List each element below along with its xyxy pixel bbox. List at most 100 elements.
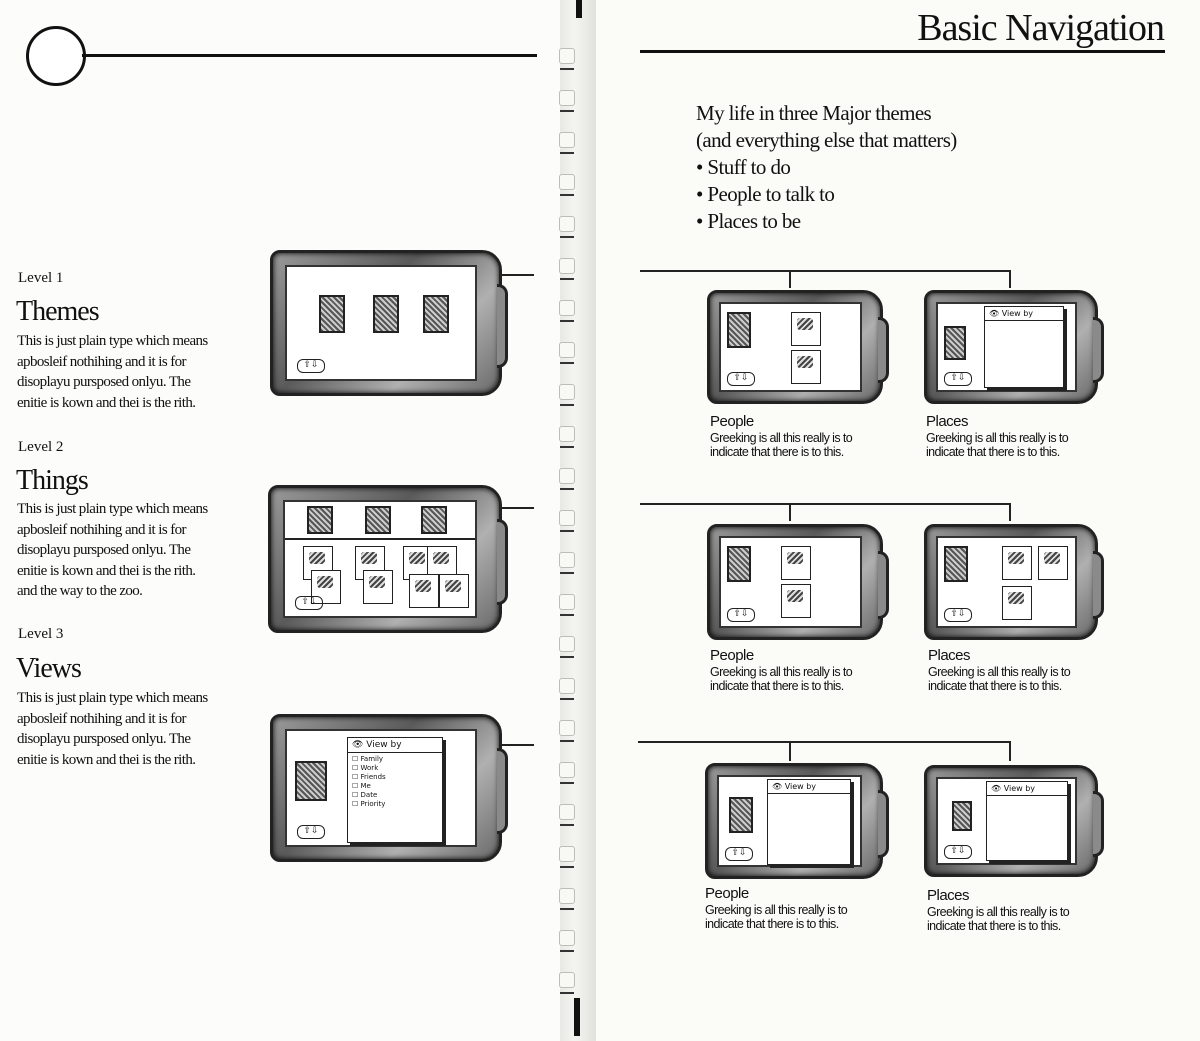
places-icon	[944, 546, 968, 582]
body-line: apbosleif nothihing and it is for	[17, 353, 187, 370]
binding-tick	[560, 320, 574, 322]
nav-arrows-icon[interactable]: ⇧⇩	[944, 845, 972, 859]
caption-line: Greeking is all this really is to	[928, 665, 1071, 679]
binding-ring	[559, 510, 575, 526]
view-by-label: View by	[1001, 309, 1034, 318]
binding-tick	[560, 782, 574, 784]
binding-tick	[560, 194, 574, 196]
tile-icon[interactable]	[791, 312, 821, 346]
tree-line	[638, 741, 1010, 743]
tile-icon[interactable]	[1038, 546, 1068, 580]
option-date[interactable]: Date	[352, 791, 438, 800]
binding-ring	[559, 90, 575, 106]
view-by-panel: 👁 View by Family Work Friends Me Date Pr…	[347, 737, 443, 843]
binding-ring	[559, 972, 575, 988]
nav-arrows-icon[interactable]: ⇧⇩	[727, 608, 755, 622]
view-by-label: View by	[366, 740, 402, 750]
tile-icon[interactable]	[363, 570, 393, 604]
theme-item: Places to be	[696, 208, 957, 235]
nav-arrows-icon[interactable]: ⇧⇩	[944, 608, 972, 622]
binding-tick	[560, 362, 574, 364]
binding-ring	[559, 426, 575, 442]
things-heading: Things	[16, 465, 89, 496]
tile-icon[interactable]	[1002, 546, 1032, 580]
nav-arrows-icon[interactable]: ⇧⇩	[944, 372, 972, 386]
binding-ring	[559, 762, 575, 778]
tile-icon[interactable]	[439, 574, 469, 608]
view-by-label: View by	[784, 782, 817, 791]
intro-block: My life in three Major themes (and every…	[696, 100, 957, 235]
divider	[285, 538, 475, 540]
stuff-to-do-icon	[944, 326, 966, 360]
tile-icon[interactable]	[791, 350, 821, 384]
view-by-header[interactable]: 👁 View by	[768, 780, 850, 794]
view-by-header[interactable]: 👁 View by	[348, 738, 442, 753]
device-places-3: 👁 View by ⇧⇩	[924, 765, 1104, 877]
view-by-header[interactable]: 👁 View by	[987, 782, 1067, 796]
option-work[interactable]: Work	[352, 764, 438, 773]
option-friends[interactable]: Friends	[352, 773, 438, 782]
device-views: 👁 View by Family Work Friends Me Date Pr…	[270, 714, 508, 862]
caption-line: indicate that there is to this.	[710, 445, 844, 459]
binding-tick	[560, 236, 574, 238]
binding-tick	[560, 110, 574, 112]
binding-ring	[559, 888, 575, 904]
binding-tick	[560, 740, 574, 742]
caption-title: People	[705, 885, 749, 902]
eye-icon: 👁	[352, 740, 367, 750]
nav-arrows-icon[interactable]: ⇧⇩	[727, 372, 755, 386]
caption-title: People	[710, 647, 754, 664]
caption-line: Greeking is all this really is to	[927, 905, 1070, 919]
themes-body: This is just plain type which means apbo…	[17, 331, 242, 413]
binding-ring	[559, 594, 575, 610]
tree-line	[789, 503, 791, 521]
nav-arrows-icon[interactable]: ⇧⇩	[297, 359, 325, 373]
option-me[interactable]: Me	[352, 782, 438, 791]
device-people-2: ⇧⇩	[707, 524, 889, 640]
things-body: This is just plain type which means apbo…	[17, 499, 242, 602]
people-icon	[373, 295, 399, 333]
tile-icon[interactable]	[409, 574, 439, 608]
binding-tick	[560, 614, 574, 616]
tile-icon[interactable]	[781, 546, 811, 580]
intro-line: My life in three Major themes	[696, 101, 932, 125]
view-by-header[interactable]: 👁 View by	[985, 307, 1063, 321]
caption-line: Greeking is all this really is to	[710, 431, 853, 445]
device-screen: ⇧⇩	[936, 536, 1077, 628]
tile-icon[interactable]	[311, 570, 341, 604]
places-icon	[952, 801, 972, 831]
view-by-panel: 👁 View by	[986, 781, 1068, 861]
places-icon	[295, 761, 327, 801]
caption-line: Greeking is all this really is to	[926, 431, 1069, 445]
themes-heading: Themes	[16, 296, 100, 327]
body-line: apbosleif nothihing and it is for	[17, 710, 187, 727]
nav-arrows-icon[interactable]: ⇧⇩	[295, 596, 323, 610]
binding-tick	[560, 992, 574, 994]
people-icon	[729, 797, 753, 833]
views-heading: Views	[16, 653, 82, 684]
option-priority[interactable]: Priority	[352, 800, 438, 809]
binding-ring	[559, 384, 575, 400]
tile-icon[interactable]	[781, 584, 811, 618]
eye-icon: 👁	[991, 784, 1004, 793]
binding-tick	[560, 68, 574, 70]
body-line: and the way to the zoo.	[17, 583, 143, 599]
spine-mark	[576, 0, 582, 18]
stuff-to-do-icon	[307, 506, 333, 534]
tree-line	[1009, 741, 1011, 761]
view-by-panel: 👁 View by	[984, 306, 1064, 388]
option-family[interactable]: Family	[352, 755, 438, 764]
nav-arrows-icon[interactable]: ⇧⇩	[725, 847, 753, 861]
binding-ring	[559, 258, 575, 274]
binding-ring	[559, 132, 575, 148]
device-places-1: 👁 View by ⇧⇩	[924, 290, 1104, 404]
tile-icon[interactable]	[1002, 586, 1032, 620]
nav-arrows-icon[interactable]: ⇧⇩	[297, 825, 325, 839]
tree-line	[1009, 503, 1011, 521]
tree-line	[1009, 270, 1011, 288]
body-line: enitie is kown and thei is the rith.	[17, 562, 196, 579]
